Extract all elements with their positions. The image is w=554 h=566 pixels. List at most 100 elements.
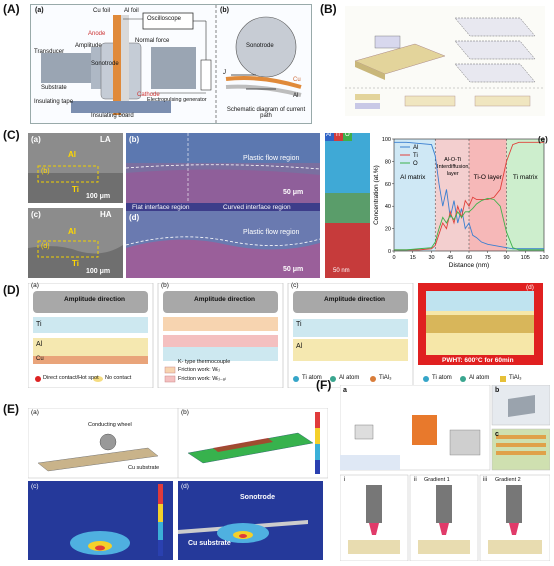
current-j-label: J <box>223 70 226 76</box>
e-sub: (e) <box>538 135 548 144</box>
region-label-ti-matrix: Ti matrix <box>513 174 538 181</box>
d-c-leg-tial: TiAl₃ <box>379 375 392 381</box>
panel-e: (a) Conducting wheel Cu substrate (b) (c… <box>27 407 329 560</box>
region-3 <box>506 139 544 251</box>
ytick-label-5: 100 <box>382 137 391 143</box>
anode-label: Anode <box>88 31 106 37</box>
c-b-scale: 50 μm <box>283 189 304 196</box>
c-b-plastic: Plastic flow region <box>243 155 300 162</box>
eds-scale: 50 nm <box>333 268 350 274</box>
xtick-label-7: 105 <box>521 255 530 261</box>
ytick-label-2: 40 <box>385 204 391 210</box>
e-b-sub: (b) <box>181 409 189 416</box>
cu-foil-label: Cu foil <box>93 8 111 14</box>
sonotrode-b-label: Sonotrode <box>246 43 274 49</box>
d-a-ti: Ti <box>36 321 42 328</box>
eds-legend-al: Al <box>326 132 332 138</box>
transducer-shape <box>41 53 91 83</box>
f-stage3-title: Gradient 2 <box>495 477 521 483</box>
xtick-label-8: 120 <box>539 255 548 261</box>
e-d-sub: (d) <box>181 483 189 490</box>
xtick-label-6: 90 <box>503 255 509 261</box>
series-al-line <box>394 141 544 250</box>
eds-legend-ti: Ti <box>335 132 340 138</box>
d-c-al: Al <box>296 343 303 350</box>
amplitude-label: Amplitude <box>75 43 102 49</box>
d-c-leg-ti: Ti atom <box>302 375 322 381</box>
f-c-sub: c <box>495 431 499 438</box>
c-a-tag: LA <box>100 135 111 144</box>
current-path-caption: Schematic diagram of current path <box>226 107 306 119</box>
d-c-title: Amplitude direction <box>324 296 386 303</box>
panel-f: a b c i ii Gradient 1 iii Gradient 2 <box>339 384 551 562</box>
generator-label: Electropulsing generator <box>147 97 207 103</box>
d-b-title: Amplitude direction <box>194 296 256 303</box>
xtick-label-0: 0 <box>392 255 395 261</box>
e-c-sub: (c) <box>31 483 39 490</box>
d-d-leg-tial: TiAl₃ <box>509 375 522 381</box>
d-d-leg-al: Al atom <box>469 375 490 381</box>
xtick-label-1: 15 <box>410 255 416 261</box>
d-d-sub: (d) <box>526 284 534 291</box>
ytick-label-4: 80 <box>385 159 391 165</box>
region-2 <box>469 139 507 251</box>
e-a-sub: (a) <box>31 409 39 416</box>
panel-c-svg <box>28 133 321 278</box>
x-axis-label: Distance (nm) <box>449 262 489 269</box>
xtick-label-3: 45 <box>447 255 453 261</box>
panel-e-label: (E) <box>3 402 19 416</box>
c-a-sub: (a) <box>31 135 41 144</box>
c-c-sub: (c) <box>31 210 41 219</box>
d-d-caption: PWHT: 600°C for 60min <box>442 357 514 364</box>
c-c-dtag: (d) <box>41 243 50 250</box>
d-d-leg-ti: Ti atom <box>432 375 452 381</box>
panel-b <box>345 6 545 116</box>
region-label-interdiffusion-0: Al-O-Ti <box>444 157 461 163</box>
e-a-wheel: Conducting wheel <box>88 422 132 428</box>
panel-d: (a) Amplitude direction Ti Al Cu Direct … <box>27 282 548 389</box>
panel-d-label: (D) <box>3 283 20 297</box>
al-b-label: Al <box>293 93 299 99</box>
cu-b-label: Cu <box>293 77 301 83</box>
f-stage3-sub: iii <box>483 477 487 483</box>
f-stage2-sub: ii <box>414 477 417 483</box>
d-a-legend2: No contact <box>105 375 132 381</box>
ytick-label-3: 60 <box>385 182 391 188</box>
panel-a-svg <box>31 5 311 123</box>
region-label-interdiffusion-2: layer <box>447 171 459 177</box>
cathode-label: Cathode <box>137 92 160 98</box>
d-b-thermocouple: K- type thermocouple <box>178 359 231 365</box>
region-1 <box>435 139 469 251</box>
panel-c-eds: Al Ti O 50 nm <box>325 132 370 278</box>
c-d-scale: 50 μm <box>283 266 304 273</box>
f-stage1-sub: i <box>344 477 346 483</box>
c-b-sub: (b) <box>129 135 140 144</box>
ytick-label-1: 20 <box>385 227 391 233</box>
insulating-board-label: Insulating board <box>91 113 134 119</box>
al-foil-label: Al foil <box>124 8 139 14</box>
substrate-label: Substrate <box>41 85 67 91</box>
c-a-ti: Ti <box>72 185 79 194</box>
c-c-tag: HA <box>100 210 112 219</box>
region-label-ti-o-layer: Ti-O layer <box>474 174 503 181</box>
y-axis-label: Concentration (at.%) <box>373 165 380 225</box>
legend-label-2: O <box>413 161 418 167</box>
f-a-sub: a <box>343 387 347 394</box>
c-c-ti: Ti <box>72 259 79 268</box>
panel-f-label: (F) <box>316 378 332 392</box>
c-c-al: Al <box>68 227 76 236</box>
c-d-sub: (d) <box>129 213 140 222</box>
ytick-label-0: 0 <box>388 249 391 255</box>
d-b-friction1: Friction work: Wₜᵢ <box>178 367 220 373</box>
c-a-scale: 100 μm <box>86 193 111 200</box>
legend-label-0: Al <box>413 145 418 151</box>
c-c-scale: 100 μm <box>86 268 111 275</box>
d-c-leg-al: Al atom <box>339 375 360 381</box>
f-b-sub: b <box>495 387 500 394</box>
e-d-sonotrode: Sonotrode <box>240 494 275 501</box>
insulating-tape-label: Insulating tape <box>34 99 74 105</box>
c-a-al: Al <box>68 150 76 159</box>
c-b-flat: Flat interface region <box>132 204 190 211</box>
panel-a-sub-b: (b) <box>220 7 229 14</box>
